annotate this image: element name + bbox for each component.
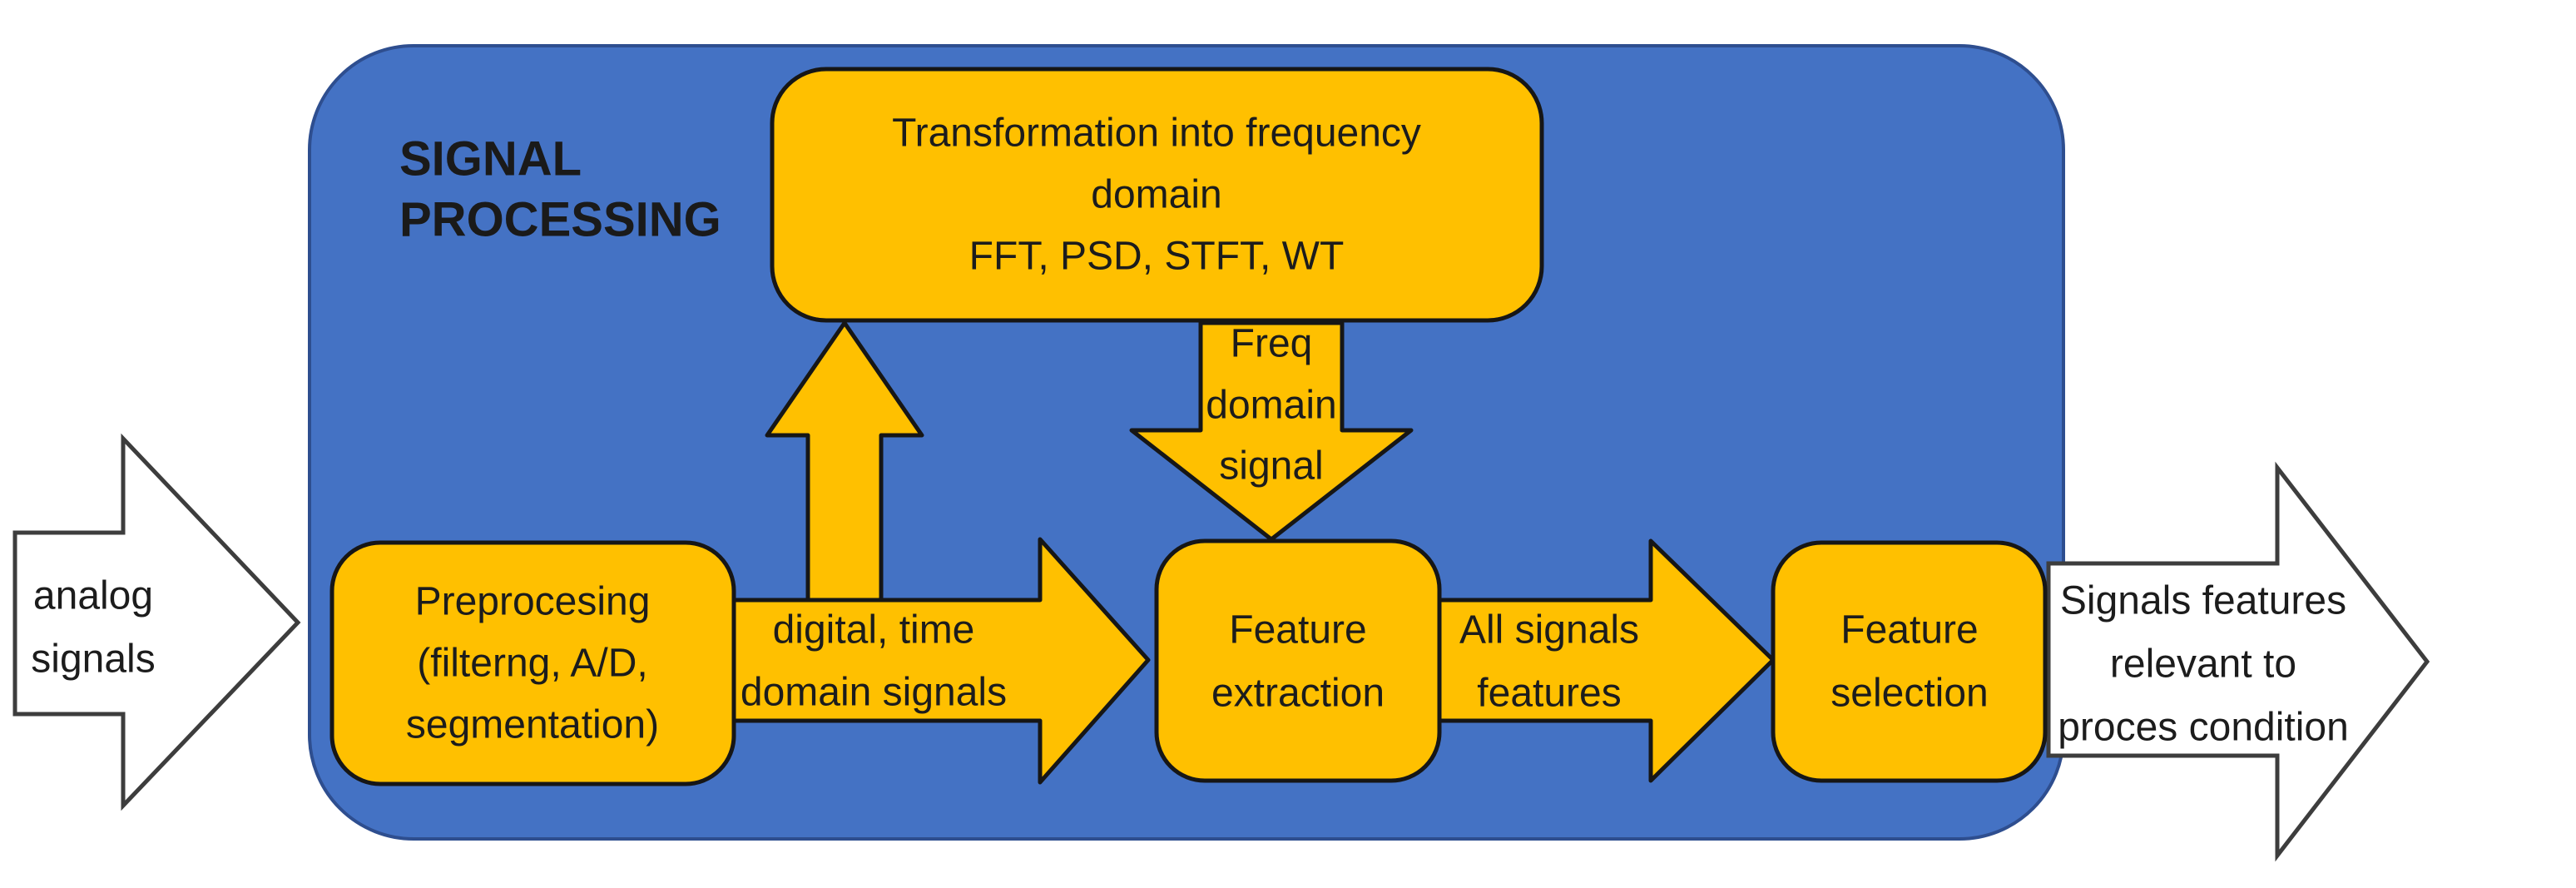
- preprocessing-label-line-3: segmentation): [406, 703, 659, 747]
- title-line-2: PROCESSING: [399, 193, 721, 247]
- preprocessing-label-line-1: Preprocesing: [415, 580, 651, 624]
- feature-selection-label-line-2: selection: [1830, 672, 1988, 716]
- digital-time-label-line-2: domain signals: [741, 671, 1007, 715]
- arrow-digital-time-domain: digital, time domain signals: [713, 537, 1151, 785]
- feature-selection-box-shape: [1771, 540, 2048, 783]
- feature-extraction-label-line-1: Feature: [1229, 608, 1366, 652]
- feature-extraction-label-line-2: extraction: [1211, 672, 1385, 716]
- all-signals-label-line-1: All signals: [1459, 608, 1639, 652]
- digital-time-label-line-1: digital, time: [773, 608, 975, 652]
- arrow-freq-domain-signal: Freq domain signal: [1129, 320, 1414, 542]
- transformation-label-line-1: Transformation into frequency: [892, 112, 1421, 156]
- feature-extraction-box: Feature extraction: [1154, 538, 1442, 783]
- preprocessing-label-line-2: (filterng, A/D,: [417, 642, 647, 686]
- all-signals-label-line-2: features: [1477, 672, 1621, 716]
- transformation-box-shape: [770, 67, 1544, 323]
- title-line-1: SIGNAL: [399, 132, 582, 186]
- arrow-right-analog-input: [12, 433, 301, 811]
- transformation-label-line-2: domain: [1091, 173, 1221, 217]
- arrow-right-output: [2046, 461, 2430, 862]
- preprocessing-box: Preprocesing (filterng, A/D, segmentatio…: [329, 540, 736, 786]
- feature-selection-label-line-1: Feature: [1840, 608, 1978, 652]
- analog-label-line-1: analog: [33, 574, 153, 618]
- arrow-right-all-signals: [1430, 538, 1776, 783]
- feature-selection-box: Feature selection: [1771, 540, 2048, 783]
- freq-domain-label-line-1: Freq: [1231, 322, 1313, 366]
- transformation-label-line-3: FFT, PSD, STFT, WT: [969, 235, 1345, 279]
- arrow-down-freq-domain: [1129, 320, 1414, 542]
- arrow-output-signal-features: Signals features relevant to proces cond…: [2046, 461, 2430, 862]
- arrow-right-digital-time: [713, 537, 1151, 785]
- freq-domain-label-line-2: domain: [1206, 384, 1336, 428]
- freq-domain-label-line-3: signal: [1219, 444, 1323, 489]
- output-label-line-2: relevant to: [2110, 642, 2296, 687]
- output-label-line-1: Signals features: [2060, 579, 2346, 623]
- arrow-all-signals-features: All signals features: [1430, 538, 1776, 783]
- feature-extraction-box-shape: [1154, 538, 1442, 783]
- transformation-box: Transformation into frequency domain FFT…: [770, 67, 1544, 323]
- arrow-analog-input: analog signals: [12, 433, 301, 811]
- preprocessing-box-shape: [329, 540, 736, 786]
- output-label-line-3: proces condition: [2058, 706, 2349, 750]
- analog-label-line-2: signals: [31, 637, 155, 682]
- signal-processing-title: SIGNAL PROCESSING: [399, 132, 721, 247]
